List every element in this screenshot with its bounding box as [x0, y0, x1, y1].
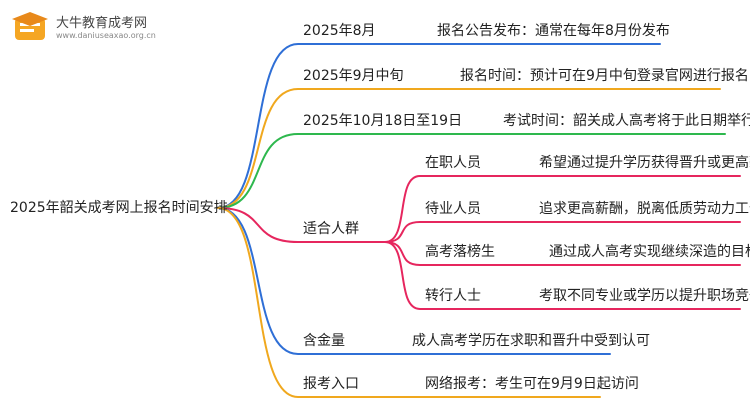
- branch-connector: [217, 88, 721, 209]
- branch-label: 适合人群: [303, 221, 359, 237]
- branch-connector: [217, 43, 661, 209]
- sub-branch-connector: [384, 221, 741, 243]
- branch-detail: 报名时间：预计可在9月中旬登录官网进行报名: [460, 68, 749, 84]
- sub-branch-label: 高考落榜生: [425, 244, 495, 260]
- root-topic: 2025年韶关成考网上报名时间安排: [10, 200, 228, 216]
- branch-label: 报考入口: [303, 376, 359, 392]
- branch-label: 含金量: [303, 333, 345, 349]
- branch-detail: 网络报考：考生可在9月9日起访问: [425, 376, 639, 392]
- branch-label: 2025年10月18日至19日: [303, 113, 463, 129]
- site-logo: 大牛教育成考网 www.daniuseaxao.org.cn: [12, 10, 182, 50]
- branch-connector: [217, 207, 386, 243]
- branch-connector: [217, 133, 726, 209]
- logo-url: www.daniuseaxao.org.cn: [56, 31, 156, 40]
- branch-label: 2025年8月: [303, 23, 376, 39]
- branch-detail: 考试时间：韶关成人高考将于此日期举行: [503, 113, 750, 129]
- branch-detail: 报名公告发布：通常在每年8月份发布: [437, 23, 670, 39]
- sub-branch-label: 在职人员: [425, 155, 481, 171]
- sub-branch-detail: 考取不同专业或学历以提升职场竞争力: [539, 288, 750, 304]
- sub-branch-detail: 追求更高薪酬，脱离低质劳动力工作: [539, 201, 750, 217]
- sub-branch-label: 待业人员: [425, 201, 481, 217]
- branch-label: 2025年9月中旬: [303, 68, 404, 84]
- branch-connector: [217, 207, 611, 355]
- sub-branch-detail: 希望通过提升学历获得晋升或更高薪酬: [539, 155, 750, 171]
- sub-branch-connector: [384, 241, 741, 266]
- sub-branch-detail: 通过成人高考实现继续深造的目标: [549, 244, 750, 260]
- branch-detail: 成人高考学历在求职和晋升中受到认可: [412, 333, 650, 349]
- sub-branch-label: 转行人士: [425, 288, 481, 304]
- sub-branch-connector: [384, 175, 741, 243]
- sub-branch-connector: [384, 241, 741, 310]
- branch-connector: [217, 207, 601, 398]
- graduation-cap-icon: [12, 12, 48, 40]
- logo-title: 大牛教育成考网: [56, 16, 148, 31]
